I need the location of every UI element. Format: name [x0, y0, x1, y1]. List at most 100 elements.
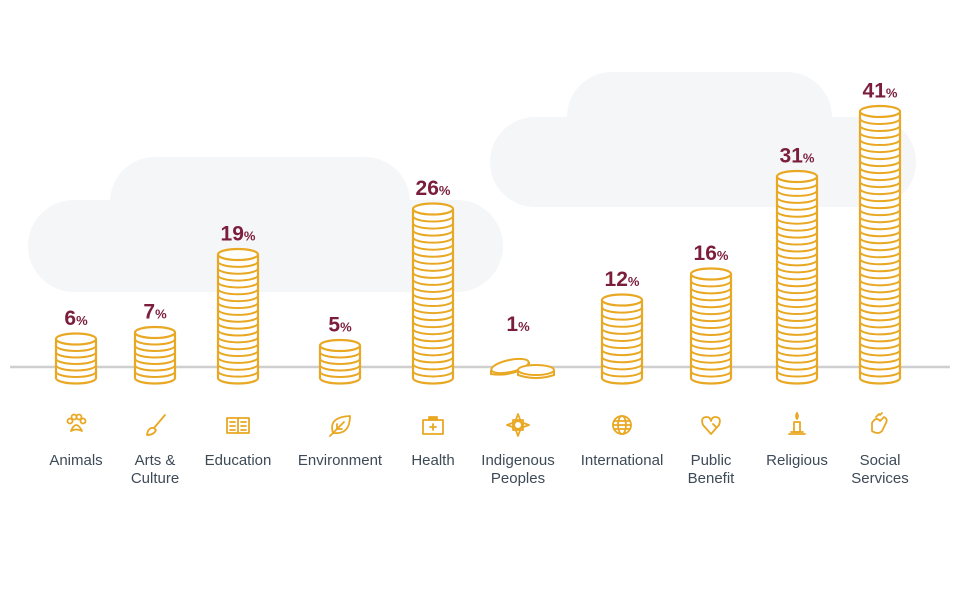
coin-edge	[217, 329, 259, 337]
coin-edge	[776, 224, 818, 232]
category-label: Religious	[766, 452, 828, 469]
coin-edge	[217, 343, 259, 351]
category-label-line: Services	[851, 470, 909, 487]
coin-edge	[776, 190, 818, 197]
coin-edge	[859, 139, 901, 147]
coin-edge	[859, 188, 901, 196]
coin-edge	[217, 315, 259, 323]
coin-stack-7	[689, 267, 733, 385]
coin-edge	[412, 314, 454, 322]
coin-edge	[412, 229, 454, 237]
compass-star-icon	[506, 413, 530, 437]
data-label-unit: %	[340, 320, 352, 335]
coin-edge	[601, 320, 643, 328]
coin-edge	[776, 245, 818, 253]
coin-edge	[690, 287, 732, 295]
coin-top	[216, 247, 260, 262]
coin-edge	[859, 230, 901, 238]
coin-edge	[412, 293, 454, 300]
coin-edge	[412, 265, 454, 272]
data-label-unit: %	[886, 86, 898, 101]
coin-edge	[776, 203, 818, 211]
coin-edge	[859, 132, 901, 140]
data-label-value: 41	[863, 80, 887, 103]
data-label-unit: %	[155, 307, 167, 322]
coin-edge	[776, 217, 818, 225]
coin-edge	[601, 328, 643, 335]
coin-top	[600, 293, 644, 307]
coin-edge	[217, 322, 259, 330]
coin-edge	[859, 146, 901, 154]
coin-edge	[859, 363, 901, 371]
data-label-value: 16	[694, 242, 717, 265]
coin-stack-1	[133, 325, 177, 385]
first-aid-kit-icon	[422, 416, 444, 435]
category-label-line: Social	[860, 452, 901, 469]
coin-edge	[412, 257, 454, 265]
coin-edge	[412, 321, 454, 329]
coin-edge	[859, 265, 901, 273]
coin-edge	[601, 335, 643, 342]
coin-edge	[776, 197, 818, 204]
coin-edge	[859, 272, 901, 280]
coin-edge	[690, 315, 732, 323]
coin-edge	[859, 167, 901, 175]
category-label-line: International	[581, 452, 664, 469]
paintbrush-icon	[146, 414, 166, 436]
data-label-value: 26	[416, 177, 439, 200]
coin-edge	[134, 338, 176, 346]
coin-edge	[859, 293, 901, 301]
category-label-line: Public	[691, 452, 732, 469]
coin-edge	[776, 356, 818, 364]
category-label: Environment	[298, 452, 383, 469]
coin-stack-6	[600, 293, 644, 385]
coin-edge	[690, 343, 732, 350]
coin-edge	[859, 174, 901, 182]
data-label: 6%	[64, 307, 88, 330]
coin-edge	[601, 370, 643, 378]
coin-edge	[690, 322, 732, 330]
coin-edge	[859, 300, 901, 308]
coin-edge	[859, 279, 901, 287]
coin-edge	[776, 259, 818, 267]
coin-top	[689, 267, 733, 281]
coin-edge	[412, 222, 454, 230]
coin-edge	[690, 329, 732, 336]
data-label-unit: %	[717, 248, 729, 263]
coin-edge	[412, 342, 454, 350]
coin-edge	[859, 202, 901, 210]
heart-icon	[701, 416, 721, 435]
category-label-line: Environment	[298, 452, 383, 469]
paw-icon	[66, 413, 87, 432]
coin-edge	[601, 306, 643, 314]
coin-edge	[690, 308, 732, 316]
data-label-unit: %	[628, 274, 640, 289]
coin-edge	[690, 356, 732, 364]
coin-top	[133, 325, 177, 340]
category-label-line: Religious	[766, 452, 828, 469]
coin-edge	[859, 370, 901, 378]
coin-edge	[859, 195, 901, 203]
category-label: Animals	[49, 452, 102, 469]
coin-edge	[134, 371, 176, 378]
coin	[517, 364, 555, 376]
coin-edge	[517, 370, 555, 379]
coin-edge	[134, 345, 176, 352]
category-label: Health	[411, 452, 454, 469]
coin-edge	[601, 342, 643, 350]
coin-edge	[859, 321, 901, 329]
coin-edge	[601, 313, 643, 321]
coin-edge	[776, 336, 818, 343]
data-label: 31%	[780, 145, 815, 168]
coin-edge	[776, 183, 818, 190]
coin-edge	[319, 371, 361, 378]
coin-edge	[412, 279, 454, 286]
cloud-left-top	[110, 157, 410, 247]
coin-edge	[690, 370, 732, 378]
coin-edge	[217, 363, 259, 371]
data-label-value: 6	[64, 307, 76, 330]
coin-edge	[776, 349, 818, 357]
coin-edge	[859, 223, 901, 231]
